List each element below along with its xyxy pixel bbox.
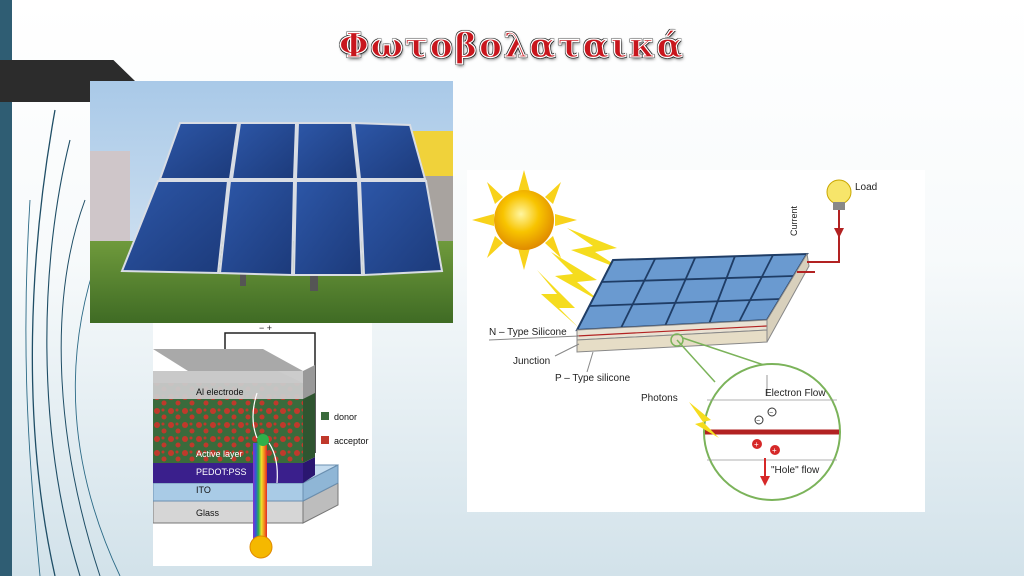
electron-flow-label: Electron Flow — [765, 388, 826, 399]
pv-junction-diagram: Load Current N – Type Silicone Junction … — [467, 170, 925, 512]
polarity-label: − + — [259, 323, 272, 333]
hole-flow-label: "Hole" flow — [771, 465, 820, 476]
active-layer-label: Active layer — [196, 449, 243, 459]
current-label: Current — [789, 205, 799, 236]
svg-text:+: + — [772, 446, 777, 455]
acceptor-legend-label: acceptor — [334, 436, 369, 446]
pedot-label: PEDOT:PSS — [196, 467, 247, 477]
solar-panels-image — [90, 81, 453, 323]
glass-label: Glass — [196, 508, 220, 518]
donor-legend-label: donor — [334, 412, 357, 422]
svg-text:−: − — [756, 418, 760, 425]
svg-text:+: + — [754, 440, 759, 449]
slide-title: Φωτοβολαταικά — [338, 25, 685, 66]
donor-swatch — [321, 412, 329, 420]
organic-cell-diagram: − + Al electrode Active layer PEDOT:PSS … — [152, 323, 372, 566]
p-type-label: P – Type silicone — [555, 373, 631, 384]
photons-label: Photons — [641, 393, 678, 404]
al-electrode-label: Al electrode — [196, 387, 244, 397]
solar-panels-photo — [90, 81, 453, 323]
n-type-label: N – Type Silicone — [489, 327, 567, 338]
junction-zoom-circle: − − + + — [703, 363, 841, 501]
left-accent-bar — [0, 0, 12, 576]
ito-label: ITO — [196, 485, 211, 495]
acceptor-swatch — [321, 436, 329, 444]
load-label: Load — [855, 182, 877, 193]
junction-label: Junction — [513, 356, 550, 367]
light-bulb-icon — [826, 179, 852, 210]
svg-text:−: − — [769, 410, 773, 417]
sun-icon — [472, 170, 577, 270]
decorative-lines — [25, 109, 121, 576]
solar-panel — [575, 252, 810, 353]
